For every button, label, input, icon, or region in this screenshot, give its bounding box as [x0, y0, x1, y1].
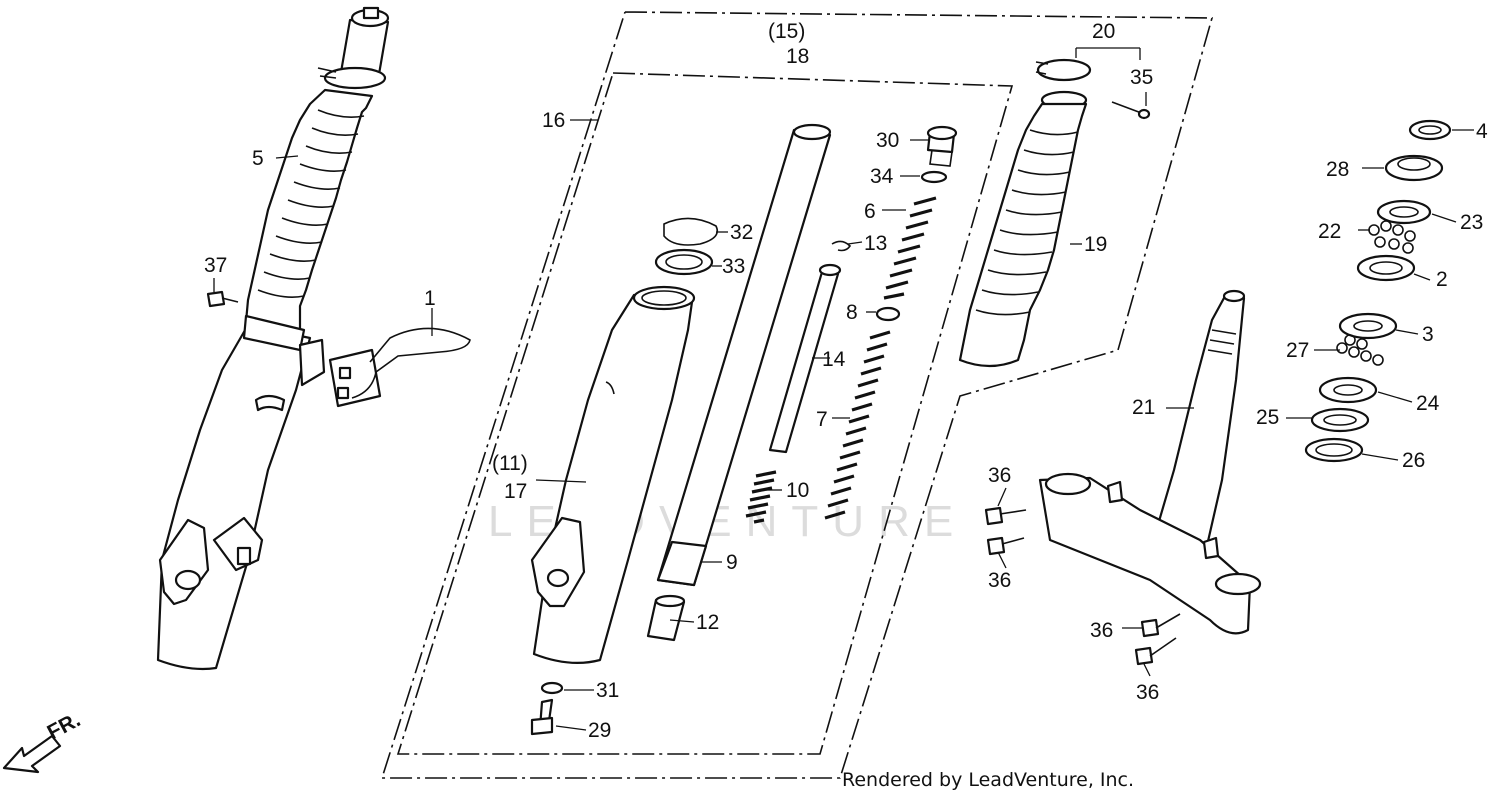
callout-31: 31	[596, 679, 619, 702]
callout-34: 34	[870, 165, 894, 188]
callout-14: 14	[822, 348, 846, 371]
callout-12: 12	[696, 611, 719, 634]
callout-27: 27	[1286, 339, 1309, 362]
callout-36-a: 36	[988, 464, 1011, 487]
callout-22: 22	[1318, 220, 1341, 243]
callout-36-c: 36	[1090, 619, 1113, 642]
callout-26: 26	[1402, 449, 1425, 472]
callout-11: (11)	[492, 452, 528, 475]
callout-21: 21	[1132, 396, 1155, 419]
callout-17: 17	[504, 480, 527, 503]
callout-29: 29	[588, 719, 611, 742]
front-direction-marker: FR.	[2, 708, 84, 774]
callout-2: 2	[1436, 268, 1448, 291]
callout-35: 35	[1130, 66, 1153, 89]
callout-5: 5	[252, 147, 264, 170]
callout-13: 13	[864, 232, 887, 255]
assembly-boundaries	[380, 11, 1214, 779]
callout-9: 9	[726, 551, 738, 574]
callout-28: 28	[1326, 158, 1349, 181]
callout-33: 33	[722, 255, 745, 278]
steering-stem	[984, 289, 1262, 666]
inner-fork-components	[530, 123, 958, 736]
callout-18: 18	[786, 45, 809, 68]
left-fork-assembly	[156, 6, 471, 671]
callout-19: 19	[1084, 233, 1107, 256]
callout-3: 3	[1422, 323, 1434, 346]
callout-24: 24	[1416, 392, 1440, 415]
callout-37: 37	[204, 254, 227, 277]
right-boot-assembly	[958, 58, 1151, 368]
callout-36-d: 36	[1136, 681, 1159, 704]
callout-10: 10	[786, 479, 809, 502]
render-credit: Rendered by LeadVenture, Inc.	[842, 769, 1134, 791]
bearing-stack	[1304, 119, 1452, 463]
callout-8: 8	[846, 301, 858, 324]
callout-20: 20	[1092, 20, 1115, 43]
callout-15: (15)	[768, 20, 805, 43]
callout-30: 30	[876, 129, 899, 152]
leader-lines	[213, 47, 1474, 731]
callout-1: 1	[424, 287, 436, 310]
callout-23: 23	[1460, 211, 1483, 234]
part-callouts: 5 37 1 16 (15) 18 20 35 4 28 22 23 2 3 2…	[204, 20, 1488, 742]
callout-25: 25	[1256, 406, 1279, 429]
callout-6: 6	[864, 200, 876, 223]
callout-32: 32	[730, 221, 753, 244]
callout-36-b: 36	[988, 569, 1011, 592]
callout-16: 16	[542, 109, 565, 132]
callout-4: 4	[1476, 120, 1488, 143]
callout-7: 7	[816, 408, 828, 431]
